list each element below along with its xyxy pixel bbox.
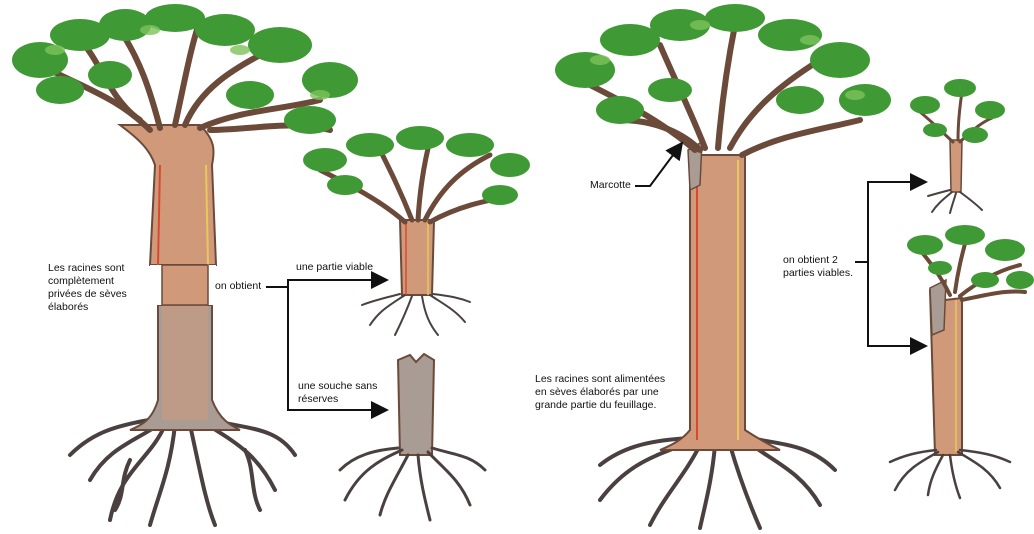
label-right-roots: Les racines sont alimentées en sèves éla… xyxy=(535,373,665,412)
label-stump-line1: une souche sans xyxy=(298,380,377,393)
label-on-obtient: on obtient xyxy=(215,280,261,293)
label-left-roots-line3: privées de sèves xyxy=(48,288,127,301)
label-left-roots-line4: élaborés xyxy=(48,301,127,314)
label-left-roots-line2: complètement xyxy=(48,275,127,288)
label-marcotte: Marcotte xyxy=(590,179,631,192)
label-right-roots-line1: Les racines sont alimentées xyxy=(535,373,665,386)
label-right-roots-line2: en sèves élaborés par une xyxy=(535,386,665,399)
arrow-to-viable-part xyxy=(266,280,387,287)
label-stump: une souche sans réserves xyxy=(298,380,377,406)
girdled-upper-trunk xyxy=(120,125,216,265)
label-two-parts: on obtient 2 parties viables. xyxy=(783,254,853,280)
rooted-layer-tree xyxy=(910,79,1005,213)
label-viable-part: une partie viable xyxy=(296,261,373,274)
viable-part-tree xyxy=(303,126,530,335)
label-left-roots: Les racines sont complètement privées de… xyxy=(48,262,127,314)
label-stump-line2: réserves xyxy=(298,393,377,406)
arrow-to-remaining-tree xyxy=(868,262,926,346)
arrow-to-marcotte xyxy=(635,143,682,186)
label-right-roots-line3: grande partie du feuillage. xyxy=(535,399,665,412)
stump-tree xyxy=(340,354,485,520)
label-two-parts-line1: on obtient 2 xyxy=(783,254,853,267)
girdled-tree-roots xyxy=(70,418,295,525)
label-two-parts-line2: parties viables. xyxy=(783,267,853,280)
label-left-roots-line1: Les racines sont xyxy=(48,262,127,275)
remaining-tree xyxy=(890,225,1034,498)
